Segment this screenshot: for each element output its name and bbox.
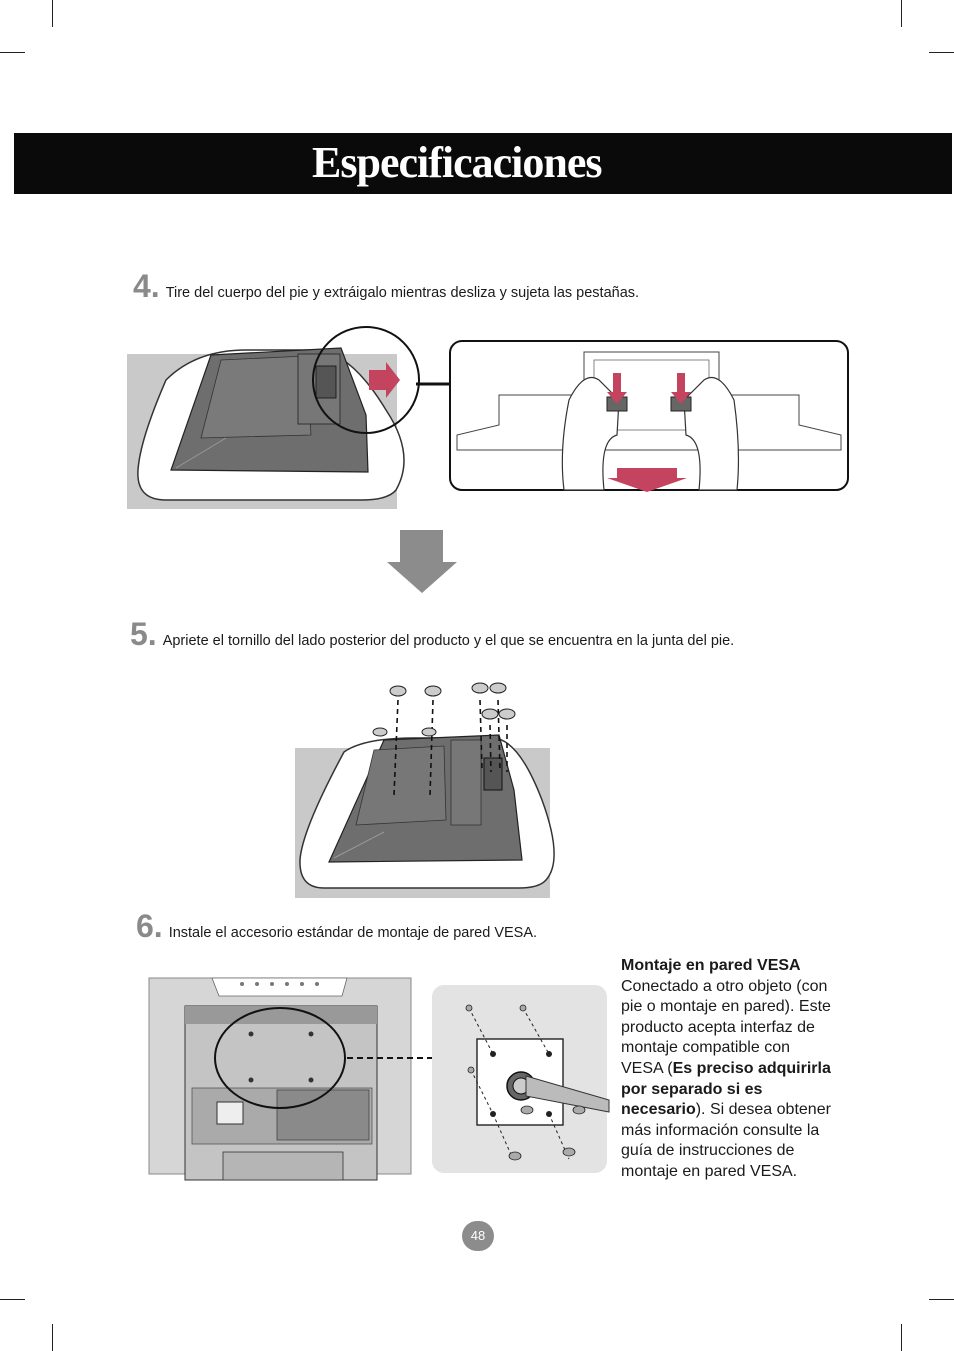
screw-icon bbox=[498, 708, 516, 720]
screw-icon bbox=[467, 1066, 475, 1074]
step-text: Apriete el tornillo del lado posterior d… bbox=[162, 633, 735, 649]
screw-icon bbox=[519, 1004, 527, 1012]
step-text: Instale el accesorio estándar de montaje… bbox=[168, 925, 538, 941]
screw-icon bbox=[471, 682, 489, 694]
screw-icon bbox=[562, 1147, 576, 1157]
screw-icon bbox=[372, 727, 388, 737]
step-4: 4. Tire del cuerpo del pie y extráigalo … bbox=[133, 268, 639, 305]
screw-icon bbox=[520, 1105, 534, 1115]
arrow-right-icon bbox=[369, 362, 400, 398]
screw-icon bbox=[421, 727, 437, 737]
vesa-mount-illustration bbox=[432, 985, 610, 1173]
arrow-down-icon bbox=[607, 468, 687, 492]
arrow-down-icon bbox=[387, 530, 457, 593]
stand-detail-illustration bbox=[449, 340, 849, 492]
step-number: 5. bbox=[130, 616, 157, 652]
screw-icon bbox=[572, 1105, 586, 1115]
screw-icon bbox=[424, 685, 442, 697]
step-number: 4. bbox=[133, 268, 160, 304]
vesa-text-2: ). Si desea obtener más información cons… bbox=[621, 1101, 831, 1180]
vesa-text-bold: Es preciso adquirirla por separado si es… bbox=[621, 1059, 831, 1119]
step-6: 6. Instale el accesorio estándar de mont… bbox=[136, 908, 537, 945]
page-number: 48 bbox=[462, 1221, 494, 1251]
monitor-stand-illustration bbox=[127, 326, 451, 509]
step-text: Tire del cuerpo del pie y extráigalo mie… bbox=[165, 285, 640, 301]
step-number: 6. bbox=[136, 908, 163, 944]
screw-icon bbox=[389, 685, 407, 697]
screw-icon bbox=[489, 682, 507, 694]
page-title: Especificaciones bbox=[312, 138, 603, 187]
power-socket-icon bbox=[216, 1101, 244, 1125]
vesa-heading: Montaje en pared VESA bbox=[621, 957, 801, 974]
step-5: 5. Apriete el tornillo del lado posterio… bbox=[130, 616, 734, 653]
screw-tightening-illustration bbox=[295, 682, 555, 898]
vesa-text-1: Conectado a otro objeto (con pie o monta… bbox=[621, 977, 831, 1077]
title-bar bbox=[14, 133, 952, 194]
screw-icon bbox=[508, 1151, 522, 1161]
screw-icon bbox=[481, 708, 499, 720]
screw-icon bbox=[465, 1004, 473, 1012]
vesa-note: Montaje en pared VESA Conectado a otro o… bbox=[621, 956, 833, 1183]
monitor-back-illustration bbox=[148, 977, 432, 1181]
